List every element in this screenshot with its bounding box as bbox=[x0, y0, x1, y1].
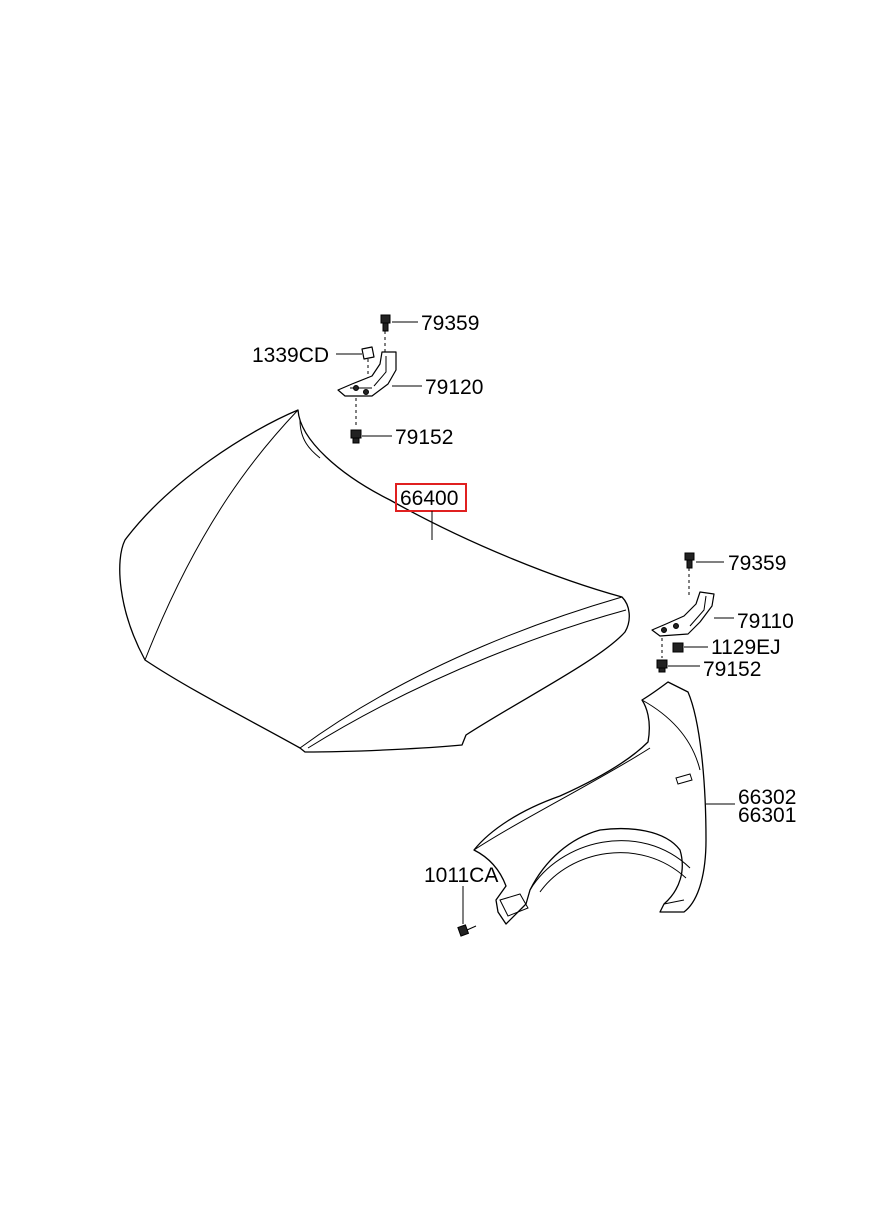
left-hinge-clip-icon[interactable] bbox=[361, 346, 375, 378]
right-hinge-nut-icon[interactable] bbox=[672, 642, 684, 653]
label-fender-screw: 1011CA bbox=[424, 864, 498, 887]
front-fender[interactable] bbox=[473, 681, 707, 925]
right-hinge-assembly: 79359 79110 1129EJ 79152 bbox=[651, 552, 794, 681]
right-hinge-bolt-top-icon[interactable] bbox=[684, 552, 695, 598]
label-right-hinge-bolt-top: 79359 bbox=[728, 552, 786, 575]
fender-screw-icon[interactable] bbox=[457, 886, 477, 937]
right-hinge-bracket[interactable] bbox=[651, 591, 715, 637]
right-hinge-bolt-bottom-icon[interactable] bbox=[656, 638, 668, 673]
label-right-hinge-nut: 1129EJ bbox=[711, 636, 781, 659]
left-hinge-bolt-bottom-icon[interactable] bbox=[350, 398, 362, 444]
label-right-hinge-bolt-bottom: 79152 bbox=[703, 658, 761, 681]
label-fender-lh: 66301 bbox=[738, 804, 796, 827]
label-fender-rh: 66302 bbox=[738, 786, 796, 809]
hood-callout[interactable]: 66400 bbox=[395, 483, 467, 540]
label-right-hinge: 79110 bbox=[737, 610, 794, 633]
highlight-box bbox=[395, 483, 467, 512]
label-left-hinge-bolt-top: 79359 bbox=[421, 312, 479, 335]
left-hinge-assembly: 79359 1339CD 79120 79152 bbox=[252, 312, 483, 449]
label-left-hinge-clip: 1339CD bbox=[252, 344, 329, 367]
label-left-hinge: 79120 bbox=[425, 376, 483, 399]
label-left-hinge-bolt-bottom: 79152 bbox=[395, 426, 453, 449]
hood-panel[interactable] bbox=[119, 409, 630, 753]
left-hinge-bracket[interactable] bbox=[337, 351, 397, 397]
label-hood: 66400 bbox=[400, 487, 458, 510]
